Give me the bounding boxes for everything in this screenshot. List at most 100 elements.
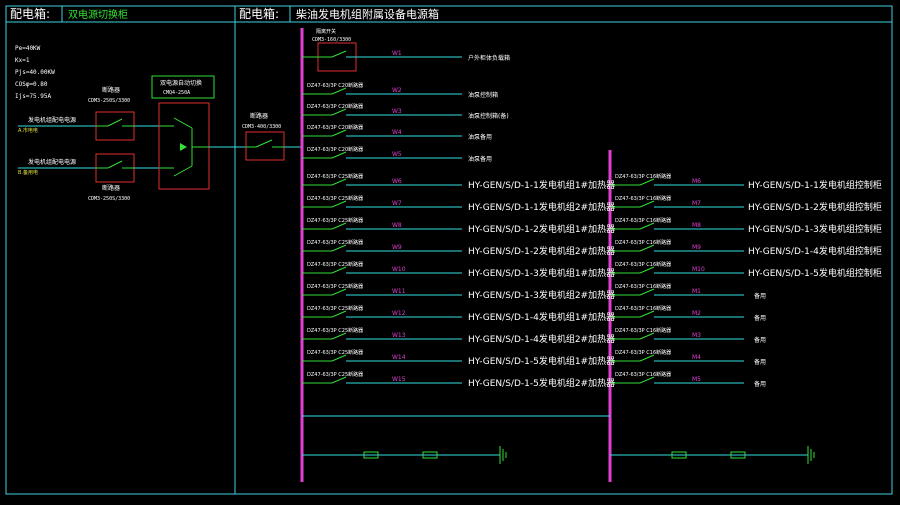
main-breaker-model: CDM3-160/3300 (312, 37, 351, 43)
feeder-breaker-label: DZ47-63/3P C20断路器 (307, 103, 363, 110)
feeder-breaker-label: DZ47-63/3P C16断路器 (615, 371, 671, 378)
feeder-code: M9 (692, 244, 701, 251)
feeder-breaker-label: DZ47-63/3P C16断路器 (615, 173, 671, 180)
main-breaker-title: 隔离开关 (316, 28, 336, 35)
feeder-circuit: DZ47-63/3P C25断路器 W6 HY-GEN/S/D-1-1发电机组1#加… (302, 173, 615, 191)
feeder-load-label: HY-GEN/S/D-1-2发电机组控制柜 (748, 201, 882, 213)
feeder-breaker-label: DZ47-63/3P C20断路器 (307, 82, 363, 89)
feeder-load-label: HY-GEN/S/D-1-5发电机组2#加热器 (468, 377, 615, 389)
feeder-circuit: DZ47-63/3P C20断路器 W3 油泵控制箱(备) (302, 103, 509, 120)
feeder-code: M1 (692, 288, 701, 295)
feeder-code: W8 (392, 222, 402, 229)
source-main-sub: A.市电电 (18, 127, 38, 134)
feeder-switch (331, 288, 347, 296)
feeder-switch (639, 222, 655, 230)
feeder-code: W10 (392, 266, 406, 273)
feeder-code: W12 (392, 310, 406, 317)
feeder-code: M3 (692, 332, 701, 339)
left-header-name: 双电源切换柜 (68, 8, 128, 21)
feeder-breaker-label: DZ47-63/3P C25断路器 (307, 173, 363, 180)
breaker-bottom-switch (96, 160, 134, 169)
ats-arrow-icon (180, 143, 187, 151)
feeder-breaker-label: DZ47-63/3P C25断路器 (307, 349, 363, 356)
feeder-load-label: HY-GEN/S/D-1-4发电机组2#加热器 (468, 333, 615, 345)
feeder-switch (639, 178, 655, 186)
source-backup-sub: B.备用电 (18, 169, 38, 176)
feeder-switch (331, 50, 347, 58)
feeder-load-label: HY-GEN/S/D-1-4发电机组控制柜 (748, 245, 882, 257)
feeder-breaker-label: DZ47-63/3P C16断路器 (615, 327, 671, 334)
feeder-code: M10 (692, 266, 705, 273)
fuse-icon (363, 451, 379, 459)
left-header-label: 配电箱: (10, 6, 50, 21)
feeder-breaker-label: DZ47-63/3P C16断路器 (615, 195, 671, 202)
feeder-code: M4 (692, 354, 701, 361)
feeder-load-label: HY-GEN/S/D-1-1发电机组1#加热器 (468, 179, 615, 191)
breaker-top-model: CDM3-250S/3300 (88, 98, 130, 104)
feeder-code: W9 (392, 244, 402, 251)
feeder-code: W1 (392, 50, 402, 57)
feeder-breaker-label: DZ47-63/3P C25断路器 (307, 327, 363, 334)
feeder-switch (331, 151, 347, 159)
breaker-top-switch (96, 118, 134, 127)
out-breaker-box (245, 131, 285, 161)
feeder-switch (331, 244, 347, 252)
feeder-load-label: HY-GEN/S/D-1-3发电机组1#加热器 (468, 267, 615, 279)
feeder-code: W13 (392, 332, 406, 339)
feeder-circuit: DZ47-63/3P C25断路器 W15 HY-GEN/S/D-1-5发电机组2#… (302, 371, 615, 389)
feeder-load-label: 油泵控制箱(备) (468, 112, 509, 120)
ats-title: 双电源自动切换 (160, 79, 202, 87)
out-breaker-title: 断路器 (250, 112, 268, 120)
ats-box (158, 102, 210, 190)
feeder-switch (639, 354, 655, 362)
feeder-code: M5 (692, 376, 701, 383)
feeder-circuit: DZ47-63/3P C16断路器 M8 HY-GEN/S/D-1-3发电机组控制柜 (610, 217, 882, 235)
ats-switch (160, 117, 209, 177)
feeder-switch (331, 354, 347, 362)
feeder-switch (331, 87, 347, 95)
feeder-code: W3 (392, 108, 402, 115)
feeder-load-label: HY-GEN/S/D-1-3发电机组控制柜 (748, 223, 882, 235)
feeder-switch (331, 222, 347, 230)
out-breaker-model: CDM3-400/3300 (242, 124, 281, 130)
out-breaker-switch (246, 139, 284, 148)
feeder-breaker-label: DZ47-63/3P C25断路器 (307, 371, 363, 378)
feeder-breaker-label: DZ47-63/3P C20断路器 (307, 146, 363, 153)
feeder-breaker-label: DZ47-63/3P C16断路器 (615, 217, 671, 224)
right-header-label: 配电箱: (239, 6, 279, 21)
feeder-code: M8 (692, 222, 701, 229)
feeder-code: W2 (392, 87, 402, 94)
feeder-code: W11 (392, 288, 406, 295)
feeder-switch (331, 129, 347, 137)
drawing-frame (5, 5, 893, 495)
feeder-load-label: 备用 (754, 358, 766, 366)
feeder-breaker-label: DZ47-63/3P C16断路器 (615, 349, 671, 356)
feeder-switch (639, 376, 655, 384)
ats-model: CMQ4-250A (163, 90, 190, 96)
feeder-breaker-label: DZ47-63/3P C20断路器 (307, 124, 363, 131)
feeder-switch (331, 310, 347, 318)
feeder-switch (639, 244, 655, 252)
param-pe: Pe=40KW (15, 45, 41, 52)
feeder-load-label: 备用 (754, 314, 766, 322)
feeder-load-label: HY-GEN/S/D-1-1发电机组控制柜 (748, 179, 882, 191)
feeder-load-label: 户外柜体负载箱 (468, 54, 510, 62)
param-kx: Kx=1 (15, 57, 30, 64)
feeder-code: W6 (392, 178, 402, 185)
fuse-icon (422, 451, 438, 459)
feeder-load-label: 备用 (754, 292, 766, 300)
feeder-switch (639, 288, 655, 296)
feeder-breaker-label: DZ47-63/3P C16断路器 (615, 305, 671, 312)
feeder-load-label: 油泵备用 (468, 133, 492, 141)
feeder-code: W15 (392, 376, 406, 383)
